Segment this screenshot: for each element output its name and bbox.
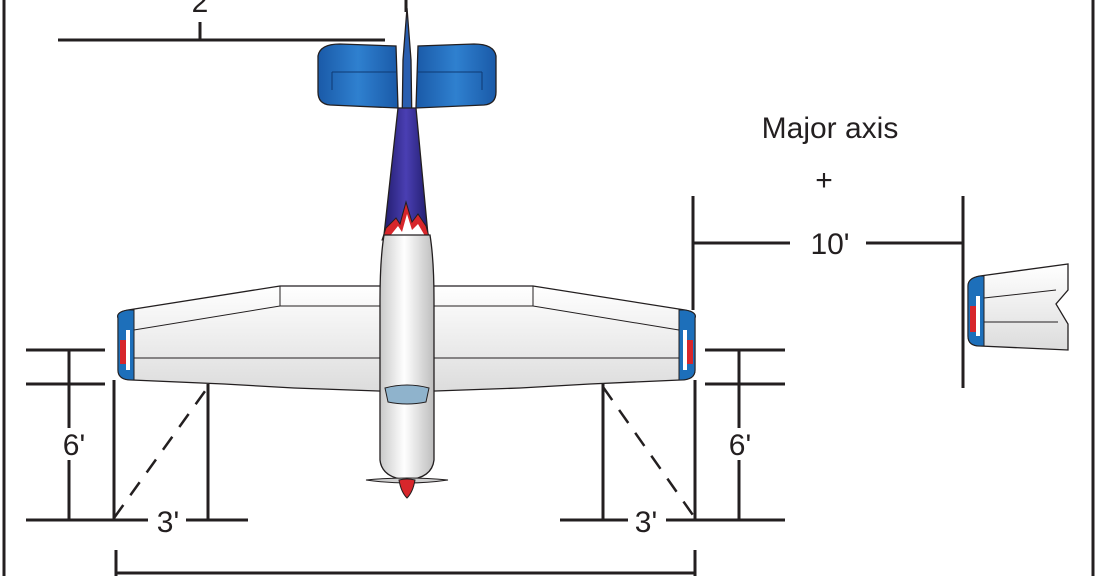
right-offset-label: 3' bbox=[635, 506, 657, 539]
tip-gap-dimension: 10' bbox=[691, 196, 965, 388]
right-height-label: 6' bbox=[729, 429, 751, 462]
bottom-span-dimension bbox=[114, 550, 697, 576]
front-fuselage bbox=[379, 234, 435, 481]
canopy bbox=[384, 384, 430, 405]
top-dimension: 2 bbox=[58, 0, 408, 42]
left-diagonal-dashed bbox=[112, 386, 210, 519]
left-height-label: 6' bbox=[63, 429, 85, 462]
spinner bbox=[398, 478, 416, 499]
left-offset-label: 3' bbox=[157, 506, 179, 539]
adjacent-wingtip bbox=[967, 263, 1069, 351]
plus-sign: + bbox=[815, 164, 833, 197]
airplane-top-view bbox=[117, 7, 696, 499]
right-diagonal-dashed bbox=[601, 386, 697, 519]
tip-gap-label: 10' bbox=[810, 228, 849, 261]
major-axis-label: Major axis bbox=[762, 112, 899, 145]
right-dimensions: 6' 3' bbox=[560, 348, 785, 539]
top-dimension-label: 2 bbox=[192, 0, 209, 19]
horizontal-stabilizer bbox=[317, 43, 399, 109]
left-dimensions: 6' 3' bbox=[26, 348, 248, 539]
